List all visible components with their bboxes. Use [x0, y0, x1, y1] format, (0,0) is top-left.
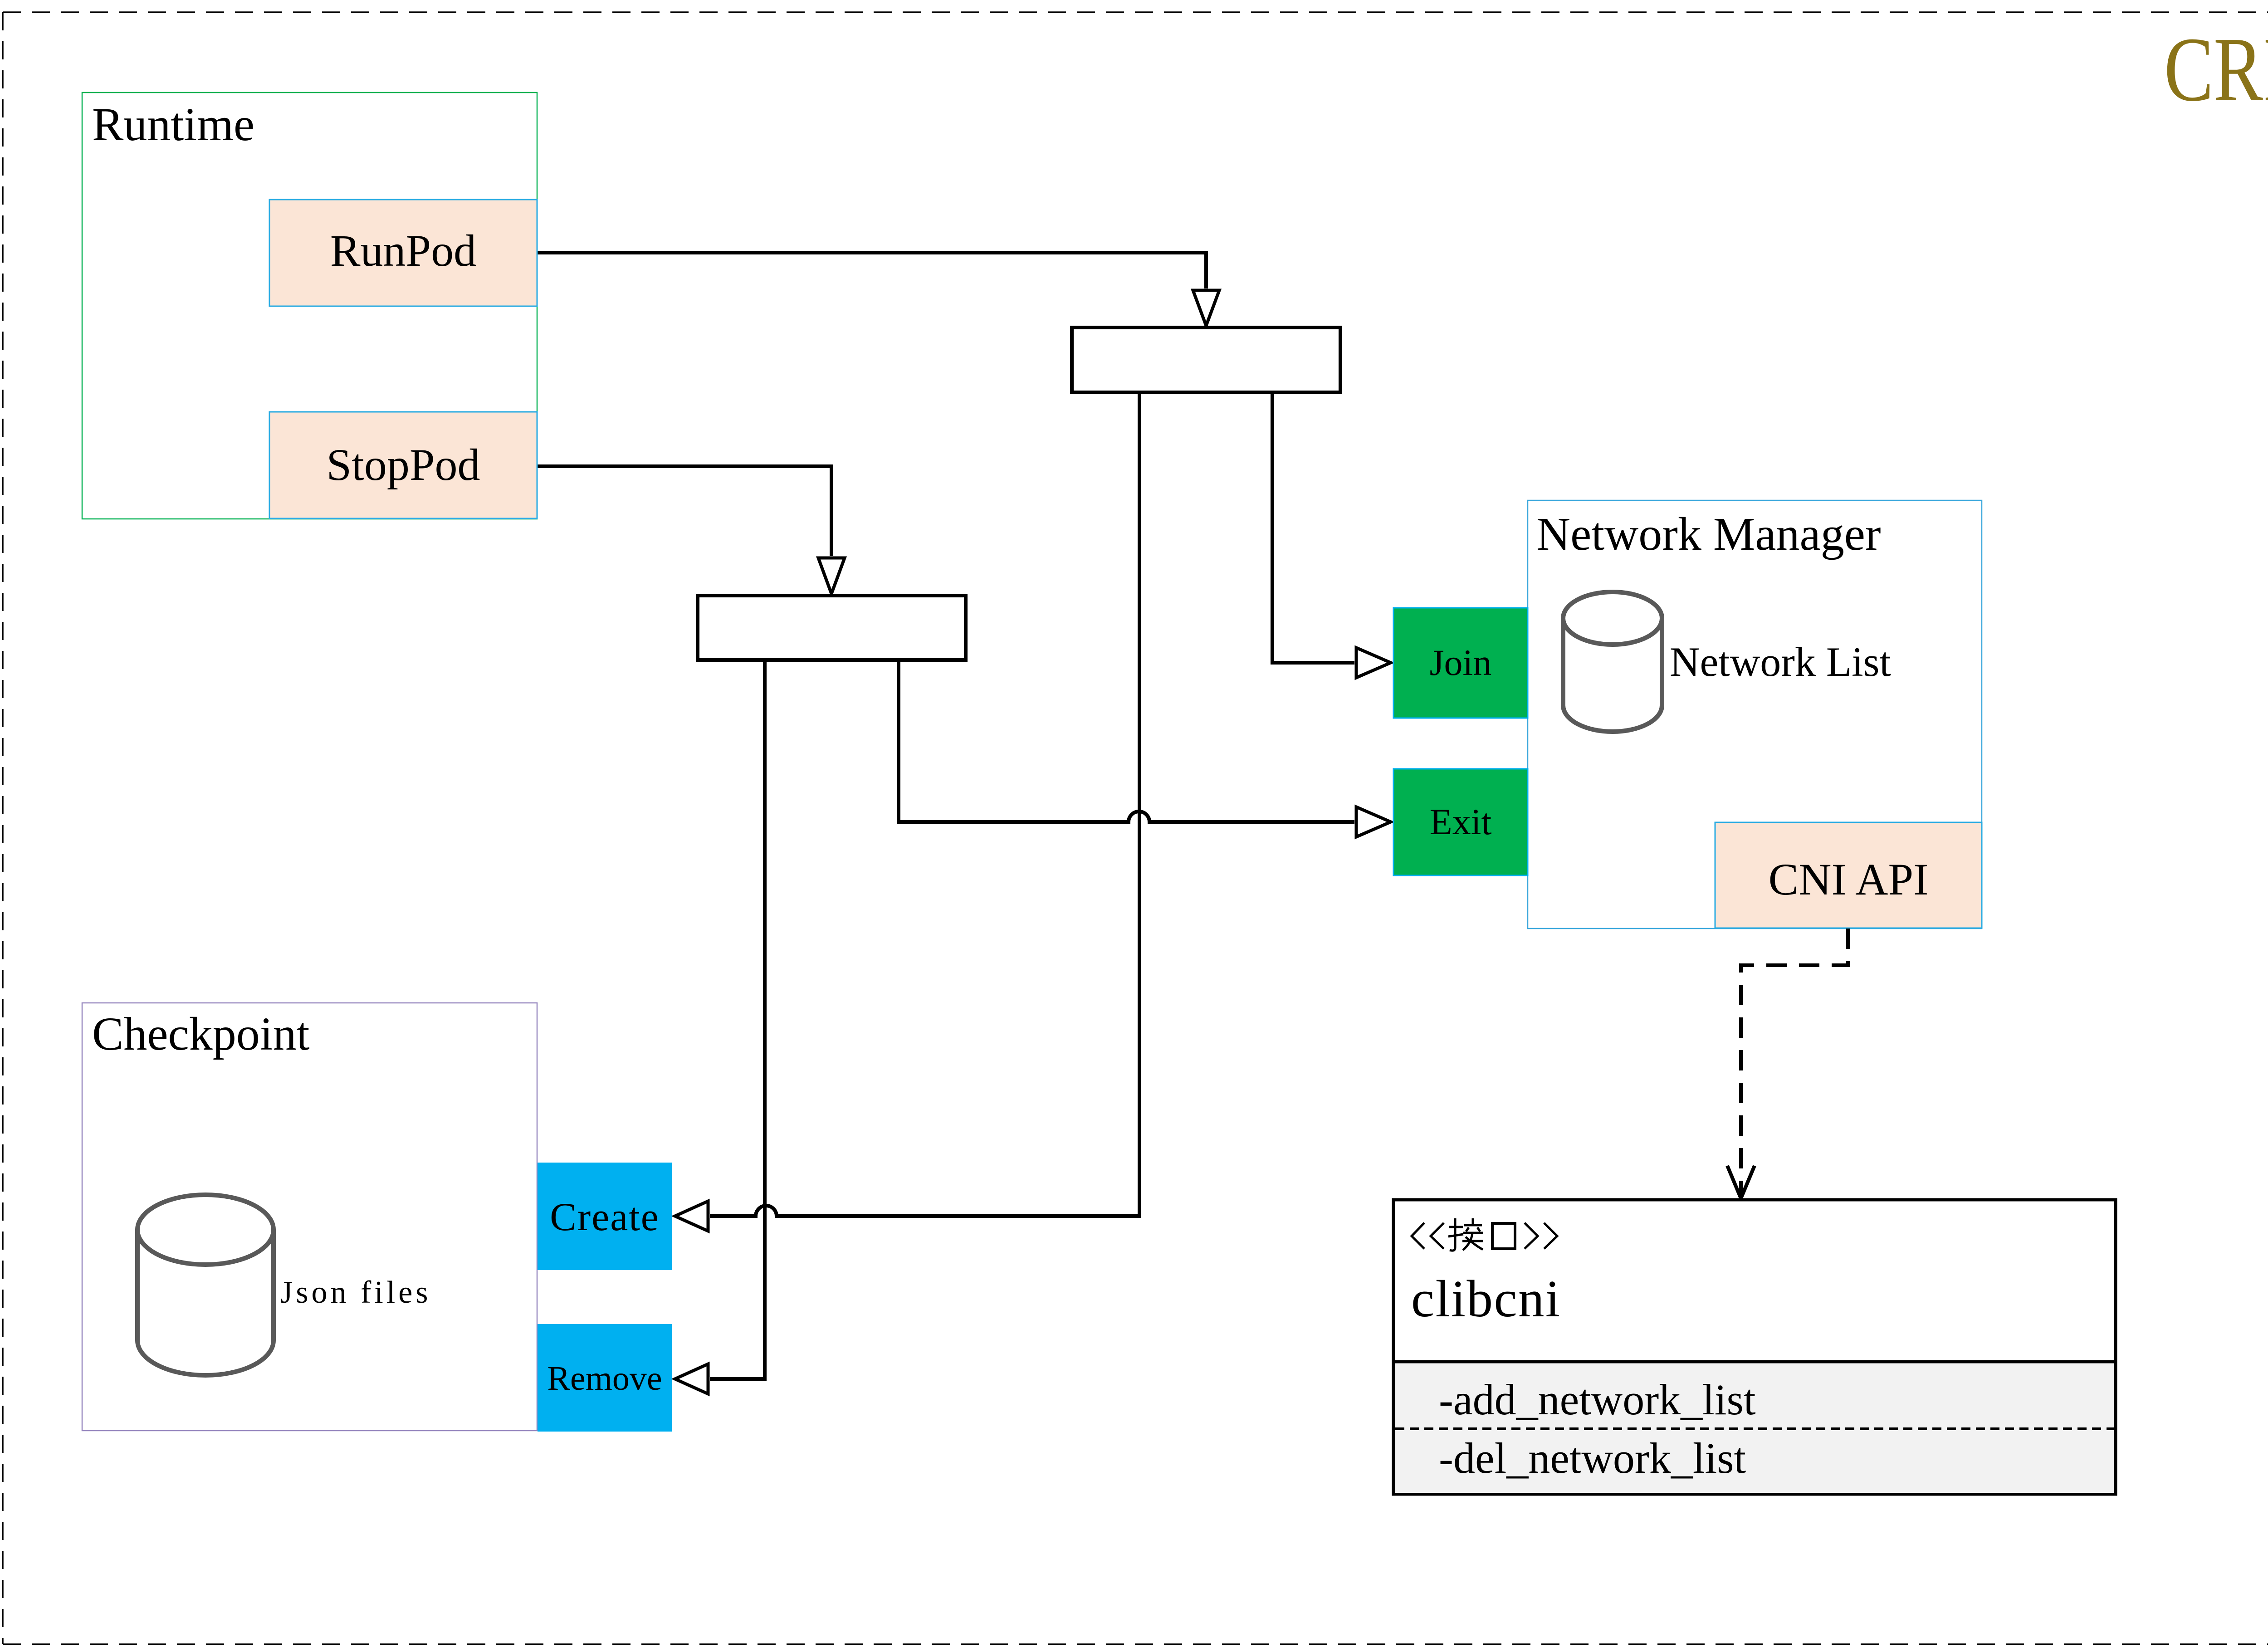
svg-text:Json files: Json files: [280, 1275, 431, 1310]
svg-text:Create: Create: [550, 1195, 660, 1239]
svg-text:Network Manager: Network Manager: [1536, 508, 1881, 560]
svg-text:Network List: Network List: [1670, 639, 1891, 685]
svg-text:CNI API: CNI API: [1769, 854, 1929, 904]
svg-text:StopPod: StopPod: [326, 440, 480, 490]
svg-text:-del_network_list: -del_network_list: [1439, 1434, 1746, 1482]
svg-text:-add_network_list: -add_network_list: [1439, 1375, 1756, 1424]
svg-text:Exit: Exit: [1430, 801, 1492, 842]
svg-text:Checkpoint: Checkpoint: [92, 1008, 310, 1060]
svg-text:CRI: CRI: [2164, 18, 2268, 120]
svg-text:Remove: Remove: [547, 1359, 662, 1398]
svg-text:Runtime: Runtime: [92, 98, 254, 151]
svg-text:clibcni: clibcni: [1411, 1270, 1561, 1328]
svg-text:Join: Join: [1430, 642, 1492, 683]
svg-text:RunPod: RunPod: [330, 225, 476, 276]
